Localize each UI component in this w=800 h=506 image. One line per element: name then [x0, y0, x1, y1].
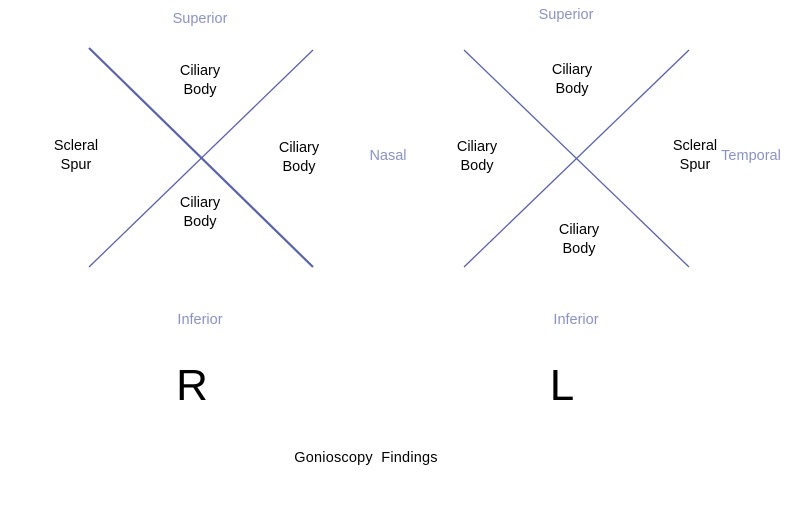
- diagram-lines: [88, 47, 690, 268]
- left-eye-top-zone: Ciliary Body: [551, 62, 593, 97]
- left-eye-diagonal-ascending: [463, 49, 690, 268]
- right-eye-diagonal-ascending: [88, 49, 314, 268]
- left-eye-bottom-zone: Ciliary Body: [558, 222, 600, 257]
- left-eye-inferior-label: Inferior: [553, 312, 599, 328]
- right-eye-top-zone: Ciliary Body: [179, 63, 221, 98]
- right-eye-inferior-label: Inferior: [177, 312, 223, 328]
- right-eye-diagonal-descending: [88, 47, 314, 268]
- right-eye-left-zone: Scleral Spur: [53, 138, 99, 173]
- right-eye-letter: R: [176, 361, 208, 410]
- left-eye-right-zone: Scleral Spur: [672, 138, 718, 173]
- right-eye-bottom-zone: Ciliary Body: [179, 195, 221, 230]
- nasal-label: Nasal: [369, 148, 407, 164]
- diagram-caption: Gonioscopy Findings: [294, 450, 438, 466]
- left-eye-letter: L: [549, 361, 575, 410]
- left-eye-left-zone: Ciliary Body: [456, 139, 498, 174]
- right-eye-right-zone: Ciliary Body: [278, 140, 320, 175]
- left-eye-superior-label: Superior: [538, 7, 594, 23]
- gonioscopy-diagram: Superior Ciliary Body Scleral Spur Cilia…: [53, 7, 781, 466]
- temporal-label: Temporal: [721, 148, 781, 164]
- right-eye-superior-label: Superior: [172, 11, 228, 27]
